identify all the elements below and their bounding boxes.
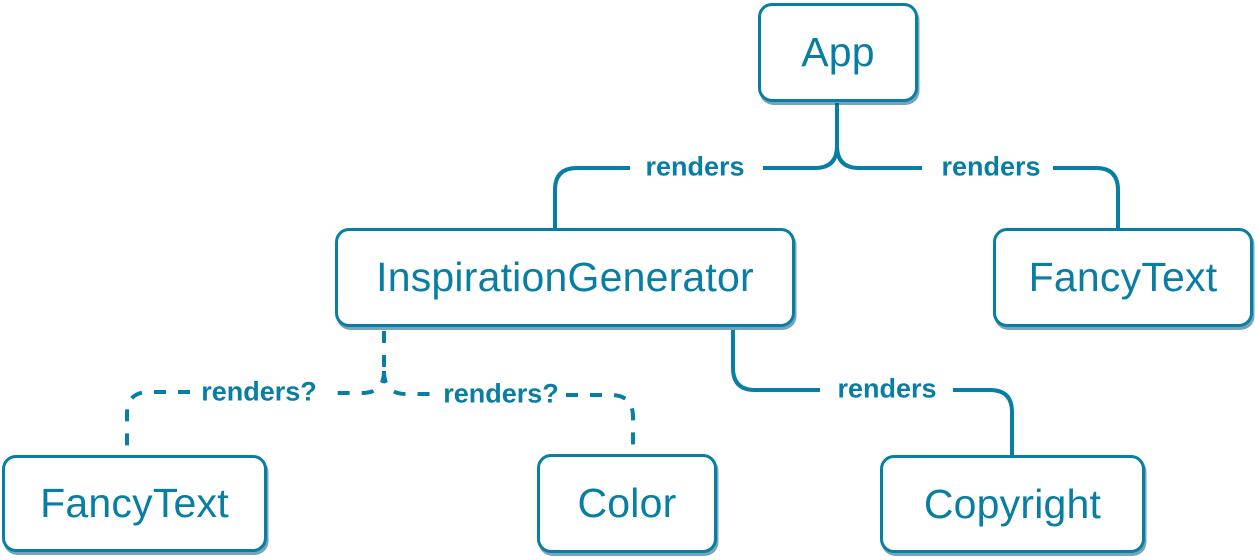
- node-copyright-label: Copyright: [923, 480, 1102, 527]
- edge-label-inspiration-renders-color: renders?: [443, 378, 559, 409]
- node-fancy-text-top-label: FancyText: [1028, 254, 1218, 300]
- edge-inspiration-fancytext-line-left: [125, 390, 190, 455]
- edge-app-inspiration-line-right: [763, 103, 839, 170]
- edge-inspiration-copyright-line-right: [953, 388, 1014, 455]
- edge-label-inspiration-renders-fancytext: renders?: [201, 376, 317, 407]
- node-color: Color: [537, 454, 717, 553]
- node-fancy-text-top: FancyText: [993, 228, 1253, 327]
- node-app: App: [758, 3, 918, 102]
- edge-label-app-renders-fancytext: renders: [941, 151, 1041, 182]
- edge-app-fancytext-line-left: [835, 103, 922, 170]
- edge-app-inspiration-line-left: [553, 166, 630, 228]
- node-inspiration-generator: InspirationGenerator: [335, 228, 795, 327]
- node-color-label: Color: [577, 480, 677, 526]
- node-copyright: Copyright: [880, 455, 1145, 553]
- edge-label-app-renders-inspiration: renders: [645, 151, 745, 182]
- edge-inspiration-copyright-line-left: [731, 330, 820, 392]
- edge-inspiration-fancytext-line-right: [330, 370, 386, 395]
- node-app-label: App: [801, 29, 875, 75]
- node-fancy-text-bottom-label: FancyText: [40, 480, 229, 526]
- edge-inspiration-color-line-left: [382, 370, 436, 396]
- node-fancy-text-bottom: FancyText: [2, 455, 267, 552]
- edge-app-fancytext-line-right: [1053, 166, 1120, 228]
- edge-inspiration-color-line-right: [566, 393, 635, 455]
- edge-label-inspiration-renders-copyright: renders: [837, 373, 937, 404]
- node-inspiration-generator-label: InspirationGenerator: [376, 254, 754, 300]
